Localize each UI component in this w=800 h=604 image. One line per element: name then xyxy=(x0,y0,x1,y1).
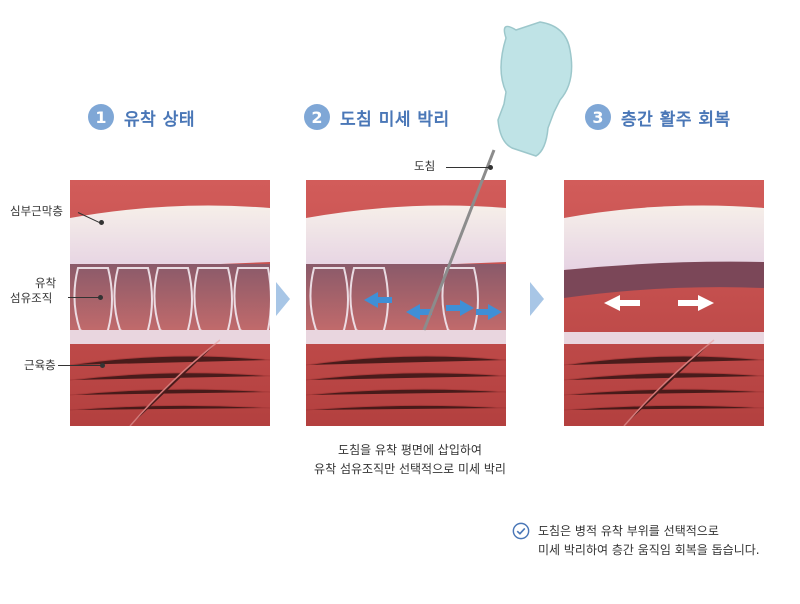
needle-handle xyxy=(497,21,573,157)
panel-adhesion-state xyxy=(70,180,270,426)
label-needle: 도침 xyxy=(414,159,436,173)
caption-line-2: 유착 섬유조직만 선택적으로 미세 박리 xyxy=(314,462,506,476)
label-muscle: 근육층 xyxy=(24,358,56,372)
next-arrow-1 xyxy=(276,282,290,316)
note-line-2: 미세 박리하여 층간 움직임 회복을 돕습니다. xyxy=(538,543,760,557)
panel-needle-release xyxy=(306,180,506,426)
leader-needle xyxy=(446,167,490,168)
step-1-label: 유착 상태 xyxy=(124,109,195,130)
step-3-title: 3 층간 활주 회복 xyxy=(585,104,731,130)
step-2-caption: 도침을 유착 평면에 삽입하여 유착 섬유조직만 선택적으로 미세 박리 xyxy=(300,441,520,479)
leader-dot-needle xyxy=(488,165,493,170)
label-superficial-fascia: 심부근막층 xyxy=(10,204,63,218)
panel-glide-restored xyxy=(564,180,764,426)
step-1-number: 1 xyxy=(88,104,114,130)
check-circle-icon xyxy=(512,522,530,540)
step-3-number: 3 xyxy=(585,104,611,130)
step-3-label: 층간 활주 회복 xyxy=(621,109,731,130)
release-arrow-left xyxy=(364,292,392,308)
leader-muscle xyxy=(58,365,102,366)
leader-dot-muscle xyxy=(100,363,105,368)
leader-dot-adhesion xyxy=(98,295,103,300)
caption-line-1: 도침을 유착 평면에 삽입하여 xyxy=(338,443,482,457)
note-line-1: 도침은 병적 유착 부위를 선택적으로 xyxy=(538,524,719,538)
glide-arrow-left xyxy=(604,295,640,311)
step-2-number: 2 xyxy=(304,104,330,130)
glide-arrow-right xyxy=(678,295,714,311)
leader-dot-fascia xyxy=(99,220,104,225)
step-2-label: 도침 미세 박리 xyxy=(340,109,450,130)
step-2-title: 2 도침 미세 박리 xyxy=(304,104,450,130)
label-adhesion-line2: 섬유조직 xyxy=(10,291,53,305)
release-arrow-center-left xyxy=(406,304,432,320)
label-adhesion-line1: 유착 xyxy=(35,276,57,290)
leader-adhesion xyxy=(68,297,100,298)
summary-note: 도침은 병적 유착 부위를 선택적으로 미세 박리하여 층간 움직임 회복을 돕… xyxy=(512,522,760,560)
next-arrow-2 xyxy=(530,282,544,316)
step-1-title: 1 유착 상태 xyxy=(88,104,195,130)
